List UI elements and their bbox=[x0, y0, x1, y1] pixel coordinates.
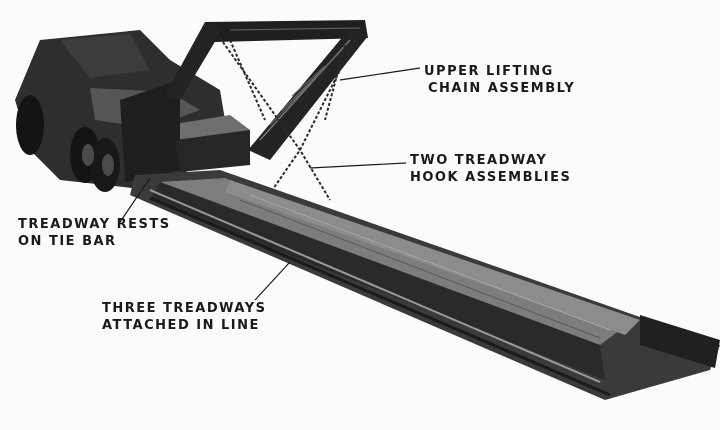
label-treadway-rests-line2: ON TIE BAR bbox=[18, 234, 117, 249]
treadways bbox=[130, 170, 720, 400]
label-treadway-hooks-line1: TWO TREADWAY bbox=[410, 153, 548, 168]
label-upper-lifting-line1: UPPER LIFTING bbox=[424, 64, 554, 79]
truck-wheels bbox=[16, 95, 120, 192]
label-three-treadways: THREE TREADWAYS ATTACHED IN LINE bbox=[102, 300, 267, 334]
label-treadway-hooks-line2: HOOK ASSEMBLIES bbox=[410, 170, 572, 185]
label-three-treadways-line1: THREE TREADWAYS bbox=[102, 301, 267, 316]
truck-body bbox=[15, 30, 250, 190]
label-treadway-hooks: TWO TREADWAY HOOK ASSEMBLIES bbox=[410, 152, 571, 186]
label-treadway-rests-line1: TREADWAY RESTS bbox=[18, 217, 171, 232]
label-upper-lifting-chain: UPPER LIFTING CHAIN ASSEMBLY bbox=[424, 63, 575, 97]
label-three-treadways-line2: ATTACHED IN LINE bbox=[102, 318, 260, 333]
label-upper-lifting-line2: CHAIN ASSEMBLY bbox=[428, 81, 576, 96]
crane-boom bbox=[165, 20, 368, 160]
label-treadway-rests: TREADWAY RESTS ON TIE BAR bbox=[18, 216, 171, 250]
leader-lines bbox=[119, 67, 421, 301]
